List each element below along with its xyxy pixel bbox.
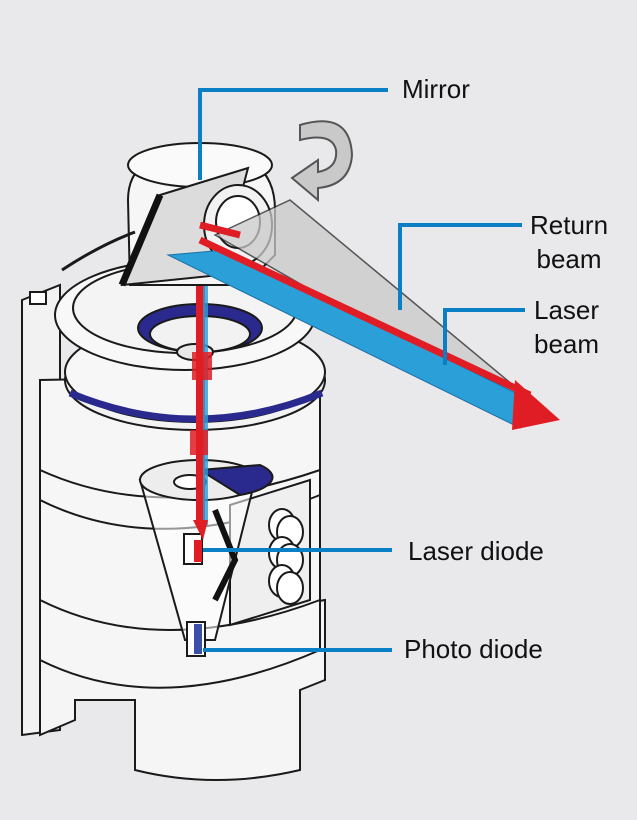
output-beams [166, 199, 560, 430]
return-beam-leader-line [398, 223, 522, 310]
return-beam-label-line-1: Return [530, 210, 609, 240]
laser-beam-label: Laser beam [534, 293, 599, 361]
mirror-leader-line [198, 88, 388, 180]
photo-diode-label: Photo diode [404, 634, 543, 664]
laser-beam-label-line-2: beam [534, 329, 600, 359]
rotation-arrow-icon [290, 120, 354, 203]
mirror-label: Mirror [402, 74, 470, 104]
laser-diode-label: Laser diode [408, 536, 544, 566]
side-ports [268, 508, 304, 605]
scanner-body [21, 259, 326, 781]
return-beam-label-line-2: beam [536, 244, 602, 274]
return-beam-label: Return beam [530, 208, 608, 276]
laser-beam-leader-line [443, 308, 525, 365]
leader-lines [198, 88, 525, 652]
internal-laser-path [190, 225, 212, 654]
laser-beam-label-line-1: Laser [534, 295, 600, 325]
cable [61, 230, 136, 272]
